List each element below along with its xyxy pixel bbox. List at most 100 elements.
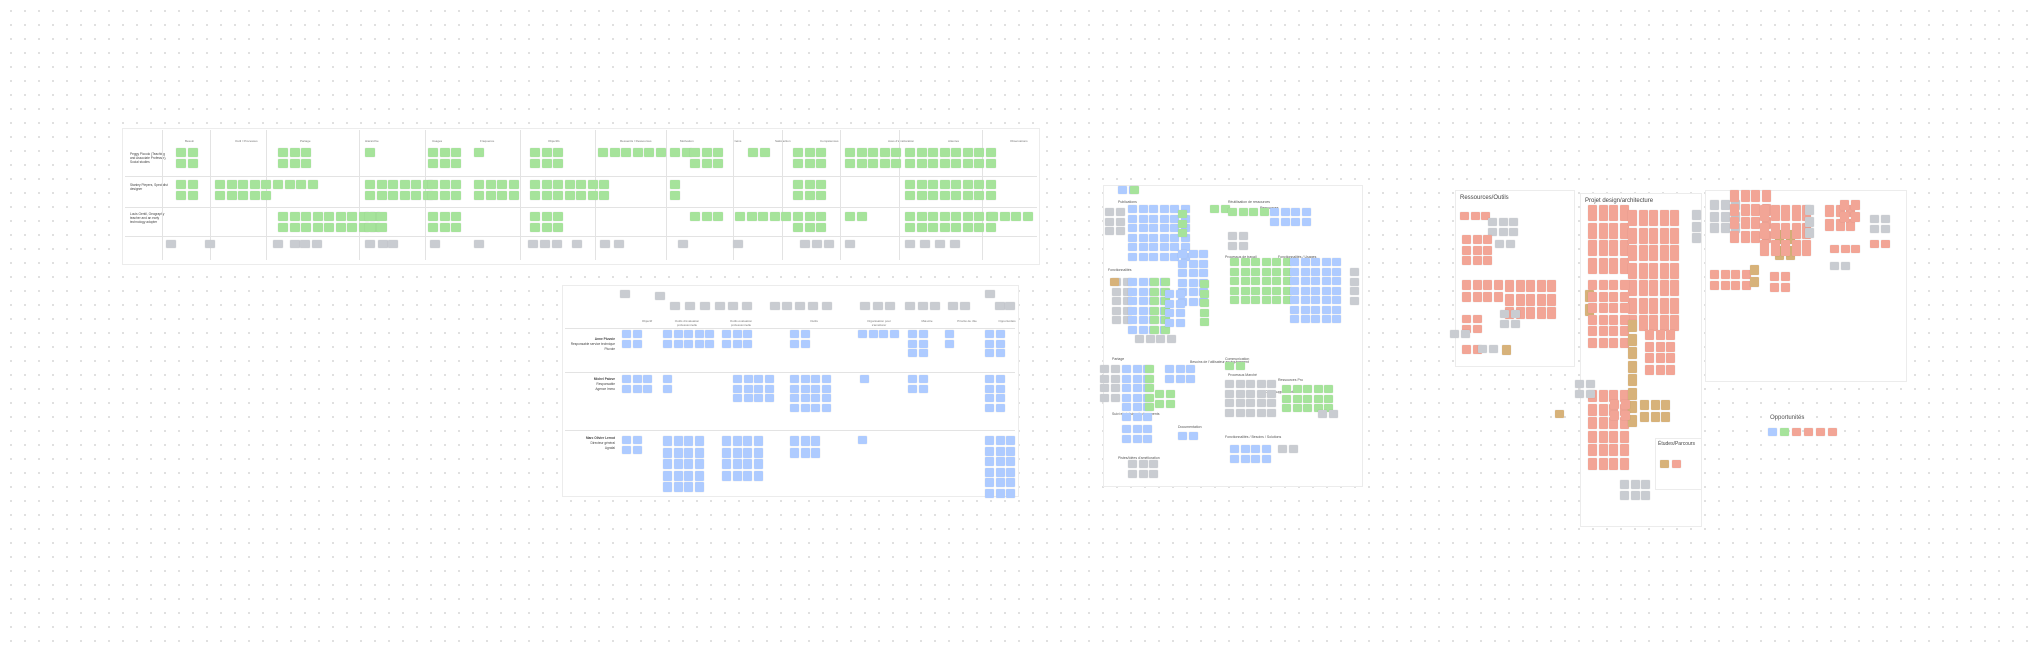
sticky-note-salmon[interactable] [1751, 190, 1760, 202]
sticky-note-green[interactable] [759, 148, 770, 157]
sticky-note-blue[interactable] [1180, 214, 1190, 223]
sticky-note-gray[interactable] [1149, 460, 1158, 468]
sticky-note-green[interactable] [176, 158, 186, 168]
sticky-note-salmon[interactable] [1659, 227, 1669, 244]
sticky-note-blue[interactable] [643, 384, 652, 393]
sticky-note-salmon[interactable] [1850, 200, 1860, 210]
sticky-note-blue[interactable] [1291, 208, 1300, 216]
sticky-note-gray[interactable] [1620, 490, 1629, 500]
sticky-note-blue[interactable] [985, 446, 994, 456]
sticky-note-gray[interactable] [1246, 389, 1255, 398]
sticky-note-green[interactable] [1165, 399, 1175, 408]
sticky-note-gray[interactable] [1110, 393, 1120, 402]
sticky-note-salmon[interactable] [1710, 280, 1719, 290]
sticky-note-blue[interactable] [722, 339, 731, 348]
sticky-note-blue[interactable] [1149, 214, 1158, 223]
sticky-note-salmon[interactable] [1655, 364, 1665, 375]
sticky-note-blue[interactable] [694, 482, 704, 492]
sticky-note-blue[interactable] [1240, 454, 1250, 463]
sticky-note-green[interactable] [1282, 296, 1292, 304]
sticky-note-blue[interactable] [1186, 374, 1195, 383]
sticky-note-green[interactable] [905, 222, 915, 232]
sticky-note-tan[interactable] [1650, 400, 1660, 410]
sticky-note-green[interactable] [879, 158, 890, 168]
sticky-note-blue[interactable] [622, 339, 631, 348]
sticky-note-blue[interactable] [1006, 436, 1015, 445]
sticky-note-salmon[interactable] [1649, 280, 1658, 296]
sticky-note-blue[interactable] [995, 339, 1005, 348]
sticky-note-green[interactable] [599, 180, 609, 189]
sticky-note-tan[interactable] [1628, 333, 1637, 346]
sticky-note-salmon[interactable] [1770, 240, 1780, 256]
sticky-note-green[interactable] [735, 212, 745, 221]
sticky-note-green[interactable] [451, 158, 461, 168]
sticky-note-blue[interactable] [985, 478, 994, 487]
sticky-note-green[interactable] [1251, 286, 1260, 295]
sticky-note-salmon[interactable] [1628, 280, 1637, 296]
sticky-note-blue[interactable] [1132, 425, 1142, 433]
sticky-note-blue[interactable] [1332, 277, 1341, 285]
sticky-note-green[interactable] [1313, 394, 1323, 403]
sticky-note-gray[interactable] [1509, 227, 1518, 236]
sticky-note-salmon[interactable] [1462, 245, 1471, 255]
sticky-note-salmon[interactable] [1804, 428, 1813, 436]
sticky-note-green[interactable] [530, 158, 540, 168]
sticky-note-gray[interactable] [1112, 316, 1121, 324]
sticky-note-gray[interactable] [1641, 490, 1650, 500]
sticky-note-green[interactable] [1145, 384, 1154, 392]
sticky-note-blue[interactable] [1128, 325, 1137, 334]
sticky-note-salmon[interactable] [1609, 314, 1618, 325]
sticky-note-blue[interactable] [918, 349, 928, 357]
sticky-note-blue[interactable] [684, 330, 693, 338]
sticky-note-blue[interactable] [732, 330, 742, 338]
sticky-note-green[interactable] [985, 190, 996, 200]
sticky-note-blue[interactable] [790, 375, 799, 383]
sticky-note-green[interactable] [916, 222, 927, 232]
sticky-note-blue[interactable] [1138, 306, 1148, 315]
sticky-note-gray[interactable] [205, 240, 215, 248]
sticky-note-blue[interactable] [1143, 412, 1152, 421]
sticky-note-green[interactable] [307, 180, 318, 189]
sticky-note-salmon[interactable] [1493, 291, 1503, 302]
sticky-note-green[interactable] [530, 212, 540, 221]
sticky-note-gray[interactable] [1145, 335, 1155, 343]
sticky-note-green[interactable] [758, 212, 768, 221]
sticky-note-gray[interactable] [1710, 223, 1719, 233]
sticky-note-green[interactable] [365, 190, 375, 200]
sticky-note-green[interactable] [951, 158, 961, 168]
sticky-note-green[interactable] [1200, 308, 1209, 317]
sticky-note-blue[interactable] [790, 436, 799, 446]
sticky-note-gray[interactable] [905, 240, 915, 248]
sticky-note-blue[interactable] [694, 339, 704, 348]
sticky-note-green[interactable] [609, 148, 620, 157]
sticky-note-blue[interactable] [732, 459, 742, 469]
sticky-note-blue[interactable] [985, 467, 994, 477]
sticky-note-gray[interactable] [1128, 469, 1137, 478]
sticky-note-salmon[interactable] [1620, 400, 1630, 409]
sticky-note-green[interactable] [428, 148, 438, 157]
sticky-note-salmon[interactable] [1619, 444, 1629, 456]
sticky-note-salmon[interactable] [1649, 297, 1658, 314]
sticky-note-gray[interactable] [770, 302, 780, 310]
sticky-note-gray[interactable] [1510, 310, 1520, 318]
sticky-note-blue[interactable] [995, 478, 1005, 487]
sticky-note-green[interactable] [541, 222, 552, 232]
sticky-note-blue[interactable] [985, 330, 994, 338]
sticky-note-salmon[interactable] [1770, 282, 1779, 292]
sticky-note-gray[interactable] [1509, 218, 1518, 226]
sticky-note-gray[interactable] [290, 240, 300, 248]
sticky-note-gray[interactable] [873, 302, 883, 310]
sticky-note-green[interactable] [1155, 399, 1164, 408]
sticky-note-green[interactable] [428, 180, 438, 189]
sticky-note-blue[interactable] [1159, 205, 1169, 213]
sticky-note-green[interactable] [422, 190, 433, 200]
sticky-note-blue[interactable] [908, 375, 917, 383]
sticky-note-blue[interactable] [743, 470, 752, 481]
sticky-note-tan[interactable] [1628, 320, 1637, 332]
sticky-note-salmon[interactable] [1619, 457, 1629, 470]
sticky-note-salmon[interactable] [1741, 270, 1751, 279]
sticky-note-green[interactable] [928, 180, 938, 189]
sticky-note-green[interactable] [974, 148, 984, 157]
sticky-note-salmon[interactable] [1536, 280, 1546, 292]
sticky-note-blue[interactable] [1332, 305, 1341, 314]
